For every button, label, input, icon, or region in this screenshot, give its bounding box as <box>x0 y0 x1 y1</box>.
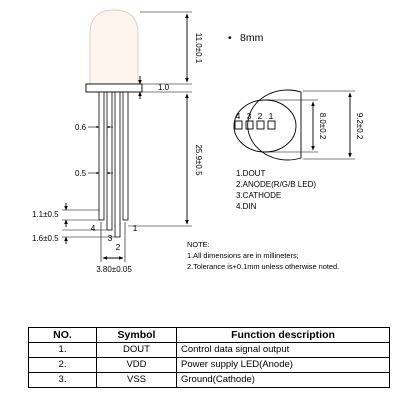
table-row: 3. VSS Ground(Cathode) <box>28 372 390 388</box>
top-pin-pads <box>234 120 276 130</box>
flange-outline <box>247 89 302 161</box>
lead-width-05-label: 0.5 <box>75 169 87 178</box>
pitch-label: 3.80±0.05 <box>96 265 132 274</box>
notes-title: NOTE: <box>187 240 210 249</box>
led-side-view: 11.0±0.1 1.0 25.9±0.5 0.6 0.5 1.1±0.5 1.… <box>32 9 203 274</box>
pin-list-1: 1.DOUT <box>236 169 265 178</box>
header-function: Function description <box>176 327 390 343</box>
row-no: 2. <box>28 357 97 373</box>
lead-pin-3: 3 <box>108 233 113 243</box>
row-symbol: DOUT <box>96 342 177 358</box>
header-symbol: Symbol <box>96 327 177 343</box>
size-label: 8mm <box>240 32 264 44</box>
row-function: Power supply LED(Anode) <box>176 357 390 373</box>
body-diameter-label: 8.0±0.2 <box>318 113 327 140</box>
pin-function-table: NO. Symbol Function description 1. DOUT … <box>28 327 390 388</box>
body-outline <box>233 99 297 153</box>
led-flange <box>85 83 143 93</box>
bend-11-label: 1.1±0.5 <box>32 210 59 219</box>
top-pin-1: 1 <box>269 111 274 121</box>
dome-height-label: 11.0±0.1 <box>194 33 203 64</box>
table-row: 2. VDD Power supply LED(Anode) <box>28 357 390 373</box>
note-line-1: 1.All dimensions are in millineters; <box>187 251 299 260</box>
flange-diameter-label: 9.2±0.2 <box>355 113 364 140</box>
table-row: 1. DOUT Control data signal output <box>28 342 390 358</box>
lead-pin-2: 2 <box>116 242 121 252</box>
bend-16-label: 1.6±0.5 <box>32 234 59 243</box>
notes: NOTE: 1.All dimensions are in millineter… <box>187 240 339 271</box>
top-pin-3: 3 <box>247 111 252 121</box>
led-dome <box>89 9 139 85</box>
lead-length-label: 25.9±0.5 <box>194 144 203 176</box>
row-function: Ground(Cathode) <box>176 372 390 388</box>
size-bullet: • <box>228 32 232 44</box>
lead-width-06-label: 0.6 <box>75 123 87 132</box>
pin-list-4: 4.DIN <box>236 202 257 211</box>
led-leads <box>98 91 129 238</box>
top-pin-2: 2 <box>258 111 263 121</box>
row-function: Control data signal output <box>176 342 390 358</box>
row-no: 3. <box>28 372 97 388</box>
row-symbol: VDD <box>96 357 177 373</box>
pin-list-2: 2.ANODE(R/G/B LED) <box>236 180 316 189</box>
lead-pin-1: 1 <box>133 223 138 233</box>
led-top-view: • 8mm 4 3 2 1 8.0±0.2 9.2±0.2 1.DOUT 2.A… <box>228 32 364 211</box>
flange-thickness-label: 1.0 <box>158 83 170 92</box>
row-no: 1. <box>28 342 97 358</box>
led-dimension-drawing: 11.0±0.1 1.0 25.9±0.5 0.6 0.5 1.1±0.5 1.… <box>32 9 364 274</box>
row-symbol: VSS <box>96 372 177 388</box>
header-no: NO. <box>28 327 97 343</box>
table-header-row: NO. Symbol Function description <box>28 327 390 343</box>
pin-list-3: 3.CATHODE <box>236 191 281 200</box>
top-pin-4: 4 <box>236 111 241 121</box>
lead-pin-4: 4 <box>91 223 96 233</box>
note-line-2: 2.Tolerance is+0.1mm unless otherwise no… <box>187 262 339 271</box>
